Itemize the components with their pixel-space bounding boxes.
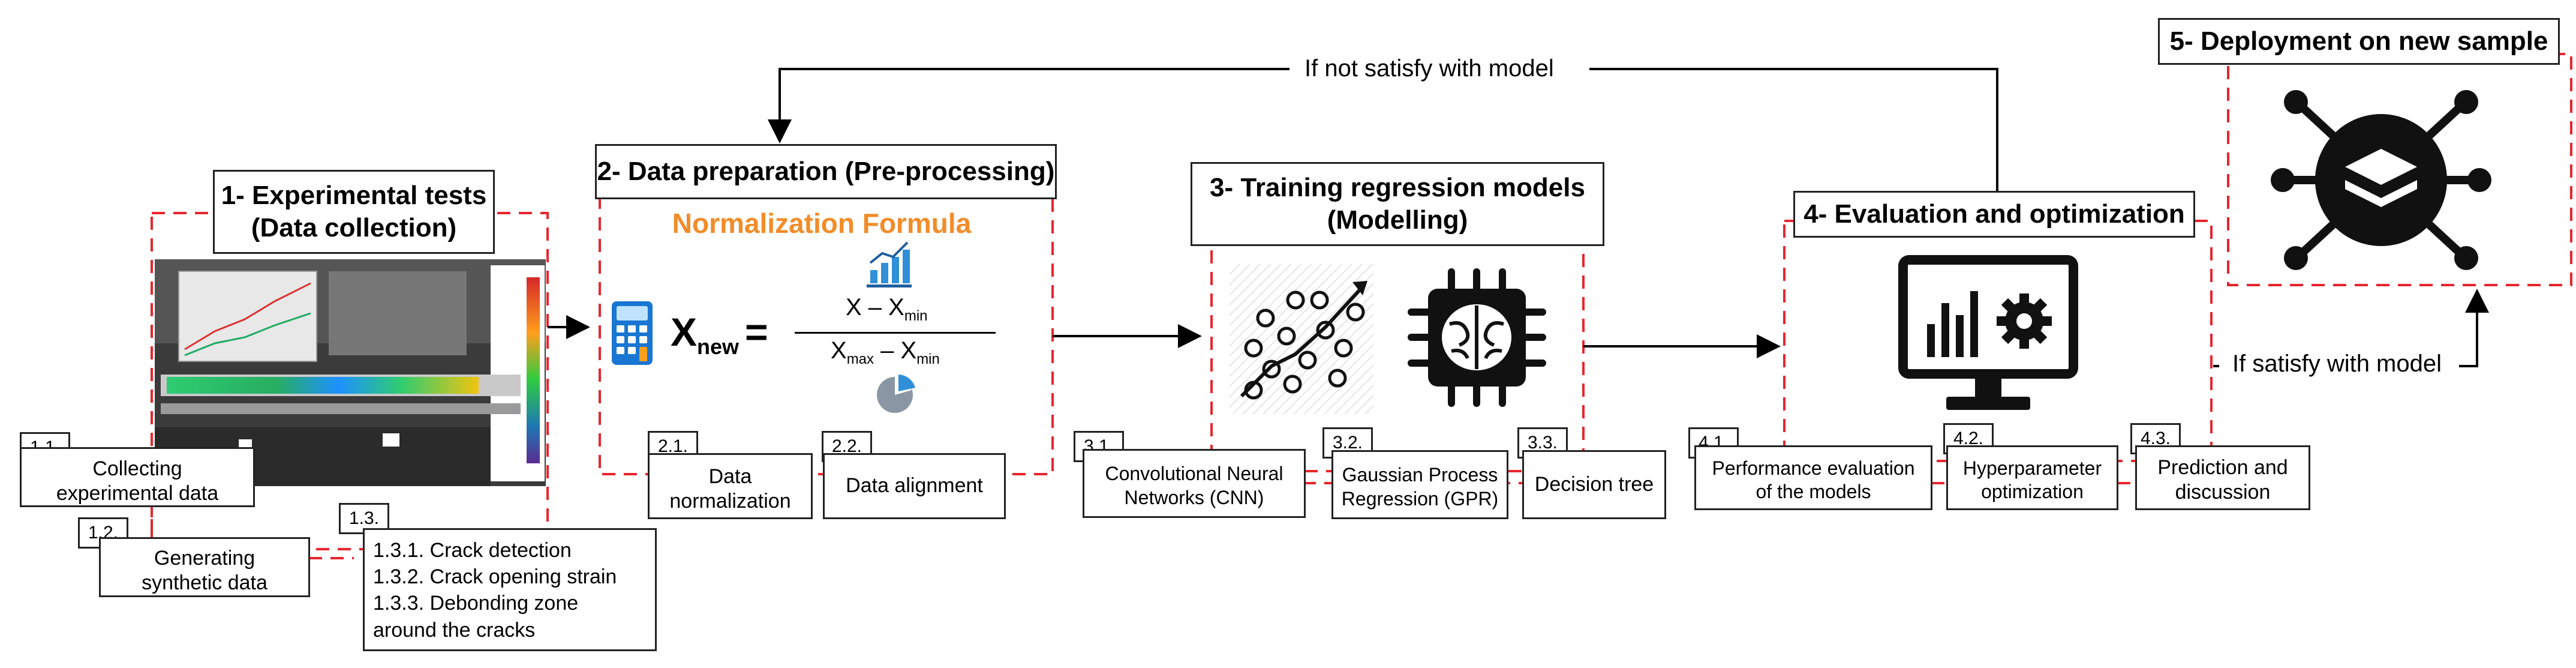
- stage5-dashed-region: [2227, 53, 2572, 286]
- monitor-analytics-icon: [1898, 255, 2078, 414]
- stage4-dashed-region: [1783, 220, 2213, 462]
- stage5-title: 5- Deployment on new sample: [2158, 18, 2560, 65]
- formula-title: Normalization Formula: [672, 208, 972, 239]
- stage3-item1-box: Convolutional Neural Networks (CNN): [1083, 449, 1306, 518]
- formula-lhs: Xnew: [671, 310, 740, 360]
- stage2-title: 2- Data preparation (Pre-processing): [595, 144, 1057, 199]
- formula-denominator: Xmax – Xmin: [831, 337, 940, 367]
- calculator-icon: [611, 300, 654, 366]
- bar-chart-icon: [867, 239, 912, 288]
- stage4-item1-box: Performance evaluation of the models: [1694, 445, 1932, 510]
- deployment-network-icon: [2267, 84, 2495, 276]
- stage1-item2-box: Generating synthetic data: [99, 537, 310, 597]
- stage1-item3-box: 1.3.1. Crack detection 1.3.2. Crack open…: [363, 528, 657, 651]
- regression-scatter-icon: [1230, 264, 1373, 414]
- feedback-satisfy-label: If satisfy with model: [2226, 351, 2448, 378]
- stage1-item1-box: Collecting experimental data: [20, 447, 255, 507]
- formula-numerator: X – Xmin: [846, 294, 928, 324]
- stage3-item3-box: Decision tree: [1522, 450, 1666, 519]
- stage3-item2-box: Gaussian Process Regression (GPR): [1331, 450, 1508, 519]
- feedback-not-satisfy-label: If not satisfy with model: [1298, 55, 1560, 82]
- stage3-title: 3- Training regression models (Modelling…: [1191, 162, 1604, 246]
- stage4-title: 4- Evaluation and optimization: [1793, 191, 2195, 238]
- pie-chart-icon: [874, 372, 918, 415]
- formula-fraction-bar: [795, 332, 996, 334]
- formula-equals: =: [745, 310, 768, 354]
- brain-chip-icon: [1406, 267, 1547, 408]
- stage4-item2-box: Hyperparameter optimization: [1946, 445, 2118, 510]
- stage1-title: 1- Experimental tests (Data collection): [213, 170, 495, 254]
- stage2-item2-box: Data alignment: [823, 453, 1006, 519]
- stage2-item1-box: Data normalization: [648, 453, 813, 519]
- stage4-item3-box: Prediction and discussion: [2135, 445, 2310, 510]
